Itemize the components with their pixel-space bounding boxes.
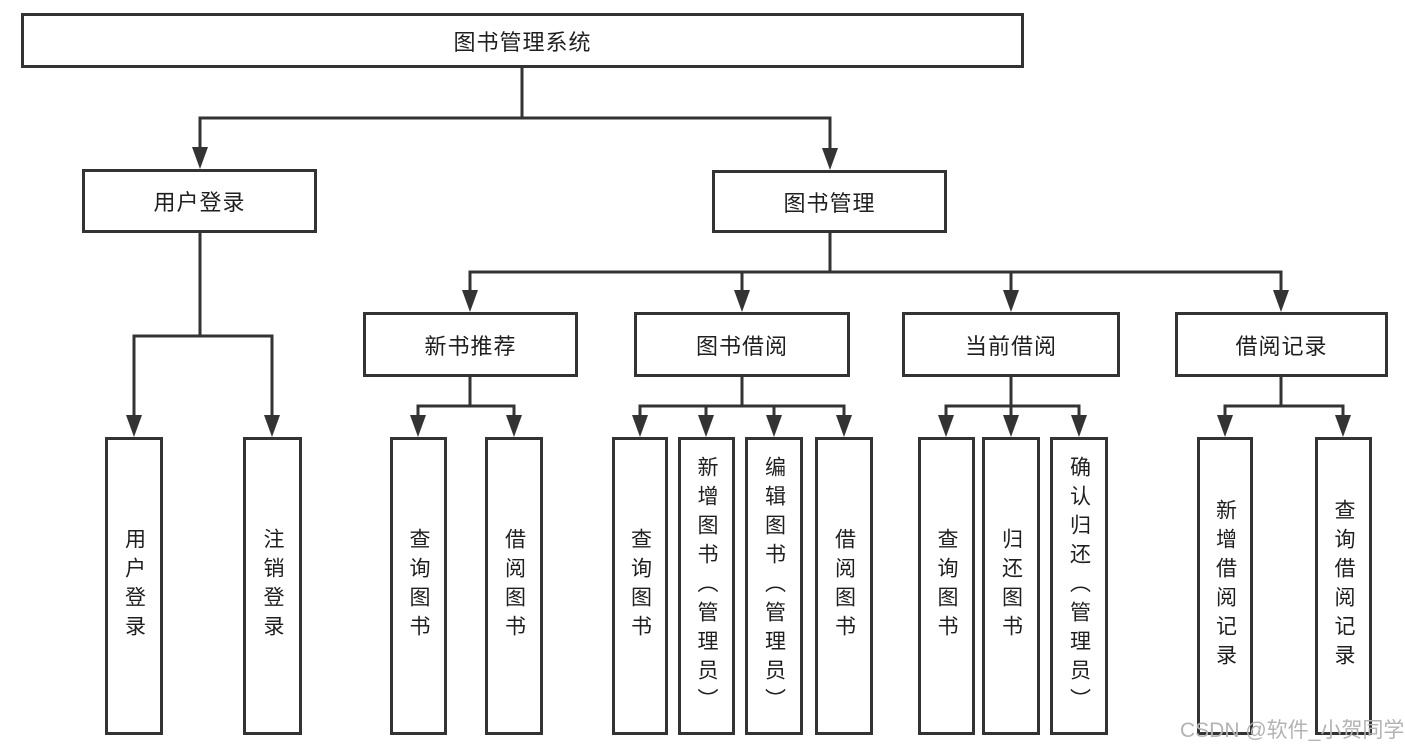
node-label: 新增图书（管理员） [695,455,718,717]
leaf-add-borrow-record: 新增借阅记录 [1197,437,1253,735]
node-label: 图书借阅 [695,333,788,359]
node-label: 借阅记录 [1235,333,1328,359]
node-label: 确认归还（管理员） [1067,455,1091,717]
node-label: 图书管理 [783,190,876,216]
node-label: 当前借阅 [964,333,1057,359]
node-label: 查询图书 [407,528,430,644]
leaf-logout: 注销登录 [243,437,302,735]
node-label: 新增借阅记录 [1213,499,1237,673]
node-borrowing-records: 借阅记录 [1175,312,1388,377]
node-label: 查询图书 [628,528,652,644]
node-label: 新书推荐 [424,333,517,359]
node-label: 图书管理系统 [453,29,592,55]
leaf-query-borrow-record: 查询借阅记录 [1315,437,1372,735]
leaf-borrow-books-recommend: 借阅图书 [485,437,543,735]
node-user-login: 用户登录 [82,169,317,233]
csdn-watermark: CSDN @软件_小贺同学 [1180,719,1405,742]
leaf-query-books-current: 查询图书 [918,437,975,735]
leaf-edit-books-admin: 编辑图书（管理员） [745,437,803,735]
node-label: 归还图书 [999,528,1023,644]
node-book-borrowing: 图书借阅 [634,312,850,377]
node-label: 编辑图书（管理员） [762,455,786,717]
leaf-user-login: 用户登录 [105,437,163,735]
node-label: 借阅图书 [502,528,526,644]
node-book-management: 图书管理 [712,170,947,233]
leaf-confirm-return-admin: 确认归还（管理员） [1050,437,1108,735]
node-label: 查询借阅记录 [1332,499,1355,673]
node-current-borrowing: 当前借阅 [902,312,1120,377]
node-label: 查询图书 [935,528,958,644]
node-label: 用户登录 [153,190,246,215]
leaf-return-books: 归还图书 [982,437,1040,735]
node-label: 借阅图书 [832,528,856,644]
node-library-management-system: 图书管理系统 [21,13,1024,68]
leaf-borrow-books: 借阅图书 [815,437,873,735]
leaf-add-books-admin: 新增图书（管理员） [678,437,735,735]
leaf-query-books-borrowing: 查询图书 [612,437,668,735]
node-new-book-recommend: 新书推荐 [363,312,578,377]
node-label: 用户登录 [122,528,146,644]
leaf-query-books-recommend: 查询图书 [390,437,447,735]
node-label: 注销登录 [261,528,284,644]
